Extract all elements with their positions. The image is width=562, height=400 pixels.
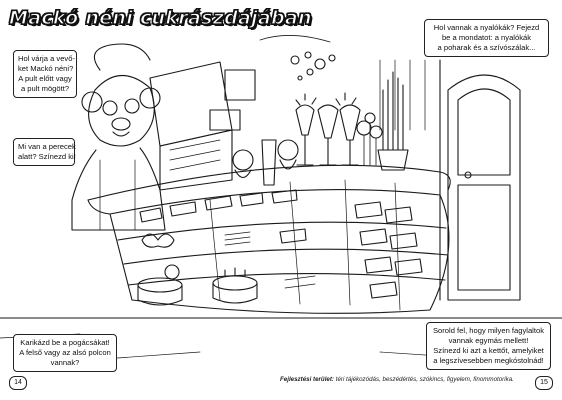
box-line: Hol várja a vevő-: [18, 54, 75, 63]
page-title: Mackó néni cukrászdájában: [8, 6, 312, 29]
box-line: vannak?: [50, 358, 80, 367]
footer-text: téri tájékozódás, beszédértés, szókincs,…: [335, 376, 514, 383]
box-line: vannak egymás mellett!: [448, 336, 529, 345]
box-line: ket Mackó néni?: [18, 64, 74, 73]
box-line: a pult mögött?: [20, 84, 70, 93]
box-line: be a mondatot: a nyalókák: [441, 33, 532, 42]
footer-development-area: Fejlesztési terület: téri tájékozódás, b…: [280, 376, 514, 383]
footer-label: Fejlesztési terület:: [280, 376, 334, 383]
question-box-ice-cream: Hol vannak a nyalókák? Fejezd be a monda…: [424, 19, 549, 57]
box-line: Mi van a perecek: [18, 142, 76, 151]
box-line: a legszívesebben megkóstolnád!: [433, 356, 544, 365]
question-box-waiting: Hol várja a vevő- ket Mackó néni? A pult…: [13, 50, 77, 98]
question-box-circle: Karikázd be a pogácsákat! A felső vagy a…: [13, 334, 117, 372]
box-line: Színezd ki azt a kettőt, amelyiket: [433, 346, 544, 355]
question-box-pretzel: Mi van a perecek alatt? Színezd ki!: [13, 138, 76, 166]
box-line: A felső vagy az alsó polcon: [19, 348, 111, 357]
page-number-right: 15: [535, 376, 553, 390]
box-line: Karikázd be a pogácsákat!: [20, 338, 110, 347]
question-box-list: Sorold fel, hogy milyen fagylaltok vanna…: [426, 322, 551, 370]
page-number-left: 14: [9, 376, 27, 390]
box-line: a poharak és a szívószálak...: [437, 43, 536, 52]
box-line: alatt? Színezd ki!: [18, 152, 76, 161]
box-line: Sorold fel, hogy milyen fagylaltok: [432, 326, 544, 335]
box-line: Hol vannak a nyalókák? Fejezd: [433, 23, 540, 32]
box-line: A pult előtt vagy: [18, 74, 72, 83]
